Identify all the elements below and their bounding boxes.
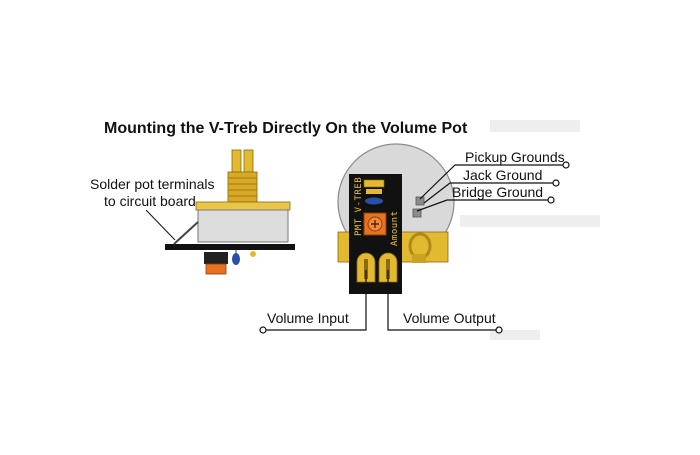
- pot-side-view: [165, 149, 295, 275]
- volume-input-terminal: [259, 326, 267, 334]
- pot-bushing: [227, 171, 258, 203]
- ground-wire-pad-1: [415, 196, 425, 206]
- pot-shaft-right: [243, 149, 254, 173]
- pot-flange: [195, 201, 291, 211]
- volume-input-label: Volume Input: [267, 310, 349, 326]
- ground-wires: [416, 164, 563, 212]
- volume-output-wire: [387, 270, 496, 331]
- pcb-brand-text: PMT V-TREB: [354, 177, 364, 236]
- pickup-grounds-terminal: [562, 161, 570, 169]
- pot-body: [197, 209, 289, 243]
- pickup-grounds-wire: [419, 164, 563, 200]
- pot-shaft-left: [231, 149, 242, 173]
- volume-output-terminal: [495, 326, 503, 334]
- bridge-ground-terminal: [547, 196, 555, 204]
- pcb-component-2: [366, 189, 382, 194]
- pot-terminal: [173, 221, 199, 245]
- bridge-ground-wire: [416, 199, 548, 212]
- solder-note-leader: [145, 209, 176, 241]
- ground-wire-pad-2: [412, 208, 422, 218]
- pcb-capacitor: [365, 197, 383, 205]
- diagram-title: Mounting the V-Treb Directly On the Volu…: [104, 120, 468, 137]
- pcb-amount-text: Amount: [390, 210, 400, 246]
- bridge-ground-label: Bridge Ground: [452, 184, 543, 200]
- solder-note-line1: Solder pot terminals: [90, 176, 215, 192]
- pot-top-view: PMT V-TREB Amount: [337, 143, 455, 294]
- jack-ground-terminal: [552, 179, 560, 187]
- circuit-board-edge: [165, 244, 295, 250]
- jack-ground-wire: [423, 182, 553, 204]
- pickup-grounds-label: Pickup Grounds: [465, 149, 565, 165]
- solder-note-line2: to circuit board: [104, 193, 196, 209]
- volume-output-label: Volume Output: [403, 310, 496, 326]
- trimmer-side: [204, 252, 228, 264]
- background-ghost-text: [460, 120, 600, 340]
- volume-input-wire: [266, 270, 367, 331]
- trimmer-knob-side: [205, 263, 227, 275]
- volume-wires: [266, 270, 496, 331]
- jack-ground-label: Jack Ground: [463, 167, 542, 183]
- capacitor-side: [232, 253, 240, 265]
- pcb-component-top: [363, 179, 385, 188]
- resistor-side: [250, 251, 256, 257]
